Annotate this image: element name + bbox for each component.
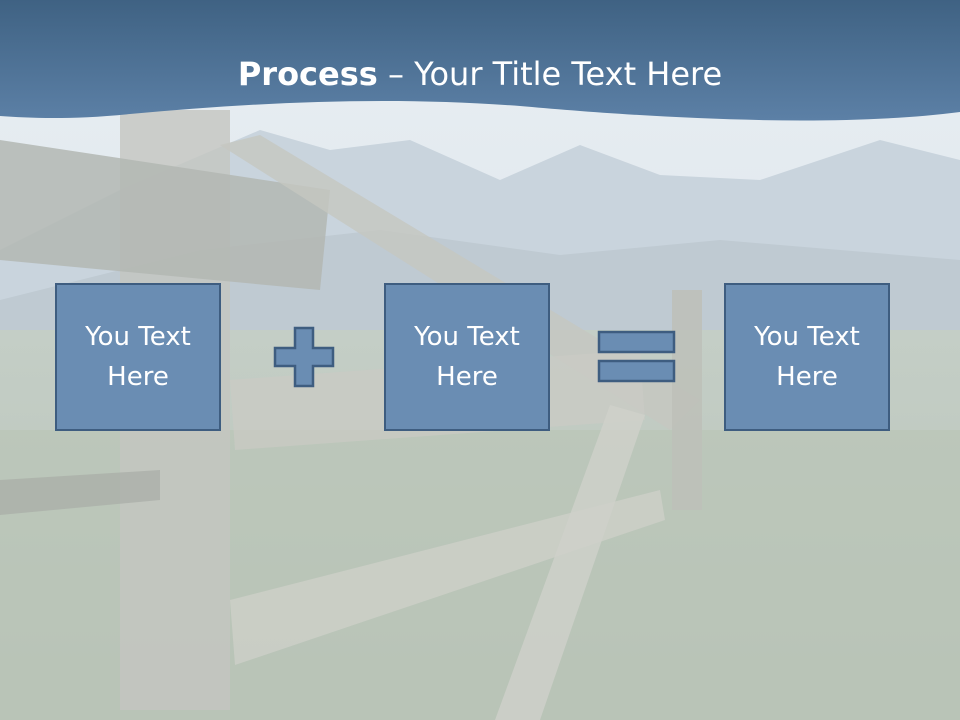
title-bold-word: Process <box>237 55 378 93</box>
slide-title: Process – Your Title Text Here <box>0 52 960 96</box>
process-box-3[interactable]: You Text Here <box>724 283 890 431</box>
process-box-3-text: You Text Here <box>754 322 860 392</box>
title-text: Your Title Text Here <box>414 55 723 93</box>
process-box-2[interactable]: You Text Here <box>384 283 550 431</box>
plus-icon <box>273 326 335 388</box>
title-dash: – <box>377 55 415 93</box>
process-box-1-text: You Text Here <box>85 322 191 392</box>
equals-icon <box>597 330 676 383</box>
process-box-2-text: You Text Here <box>414 322 520 392</box>
process-box-1[interactable]: You Text Here <box>55 283 221 431</box>
